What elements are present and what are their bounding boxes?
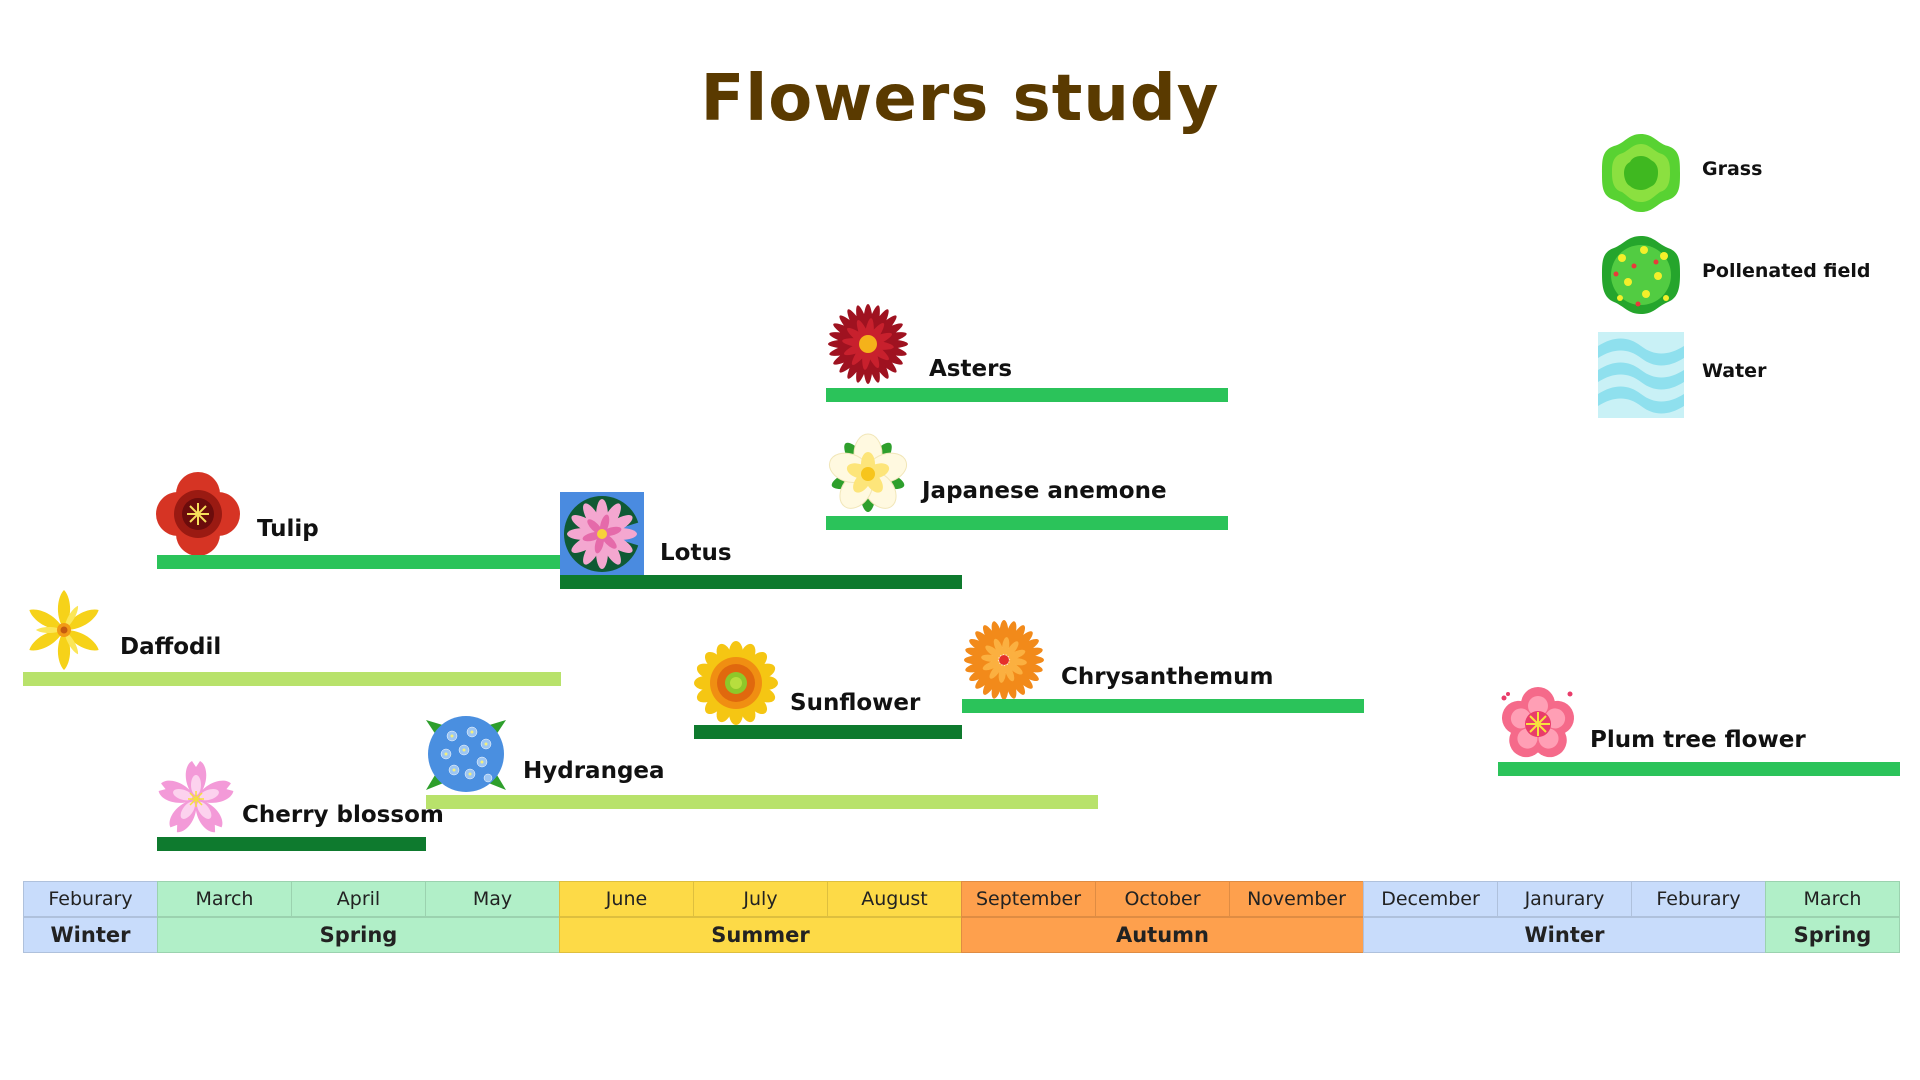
month-cell: Feburary [23,881,158,917]
daffodil-icon [29,590,99,670]
flower-label: Cherry blossom [242,802,444,828]
cherry-blossom-icon [158,761,234,833]
flower-label: Lotus [660,540,732,566]
grass-icon [1602,134,1680,212]
month-timeline: Feburary March April May June July Augus… [23,881,1920,953]
month-cell: September [961,881,1096,917]
month-cell: November [1229,881,1364,917]
flower-label: Daffodil [120,634,222,660]
legend-item-grass: Grass [1598,130,1898,216]
season-cell: Spring [1765,917,1900,953]
month-cell: March [1765,881,1900,917]
chrysanthemum-icon [964,620,1044,700]
season-cell: Spring [157,917,560,953]
hydrangea-icon [426,716,506,792]
season-cell: Autumn [961,917,1364,953]
flower-label: Tulip [257,516,319,542]
pollenated-field-icon [1602,236,1680,314]
month-cell: Janurary [1497,881,1632,917]
season-cell: Winter [1363,917,1766,953]
flower-label: Plum tree flower [1590,727,1806,753]
flower-label: Hydrangea [523,758,665,784]
page-title: Flowers study [700,62,1220,136]
month-cell: May [425,881,560,917]
plum-tree-flower-icon [1501,687,1575,758]
legend-label: Water [1702,360,1767,382]
month-cell: August [827,881,962,917]
month-cell: December [1363,881,1498,917]
flower-label: Sunflower [790,690,921,716]
bloom-bar [962,699,1364,713]
legend-label: Grass [1702,158,1763,180]
bloom-bar [23,672,561,686]
bloom-bar [826,388,1228,402]
month-cell: Feburary [1631,881,1766,917]
bloom-bar [694,725,962,739]
bloom-bar [426,795,1098,809]
aster-icon [828,304,908,384]
tulip-icon [156,472,240,556]
flower-label: Asters [929,356,1013,382]
flower-label: Chrysanthemum [1061,664,1274,690]
water-icon [1598,332,1684,418]
flower-label: Japanese anemone [922,478,1167,504]
bloom-bar [826,516,1228,530]
bloom-bar [157,837,426,851]
bloom-bar [560,575,962,589]
month-cell: March [157,881,292,917]
month-cell: June [559,881,694,917]
month-cell: July [693,881,828,917]
legend-item-pollenated-field: Pollenated field [1598,232,1898,318]
bloom-bar [157,555,561,569]
legend-label: Pollenated field [1702,260,1871,282]
season-cell: Winter [23,917,158,953]
season-cell: Summer [559,917,962,953]
month-cell: October [1095,881,1230,917]
japanese-anemone-icon [828,433,908,512]
month-cell: April [291,881,426,917]
bloom-bar [1498,762,1900,776]
legend-item-water: Water [1598,332,1898,418]
lotus-icon [560,492,644,576]
sunflower-icon [694,641,778,725]
